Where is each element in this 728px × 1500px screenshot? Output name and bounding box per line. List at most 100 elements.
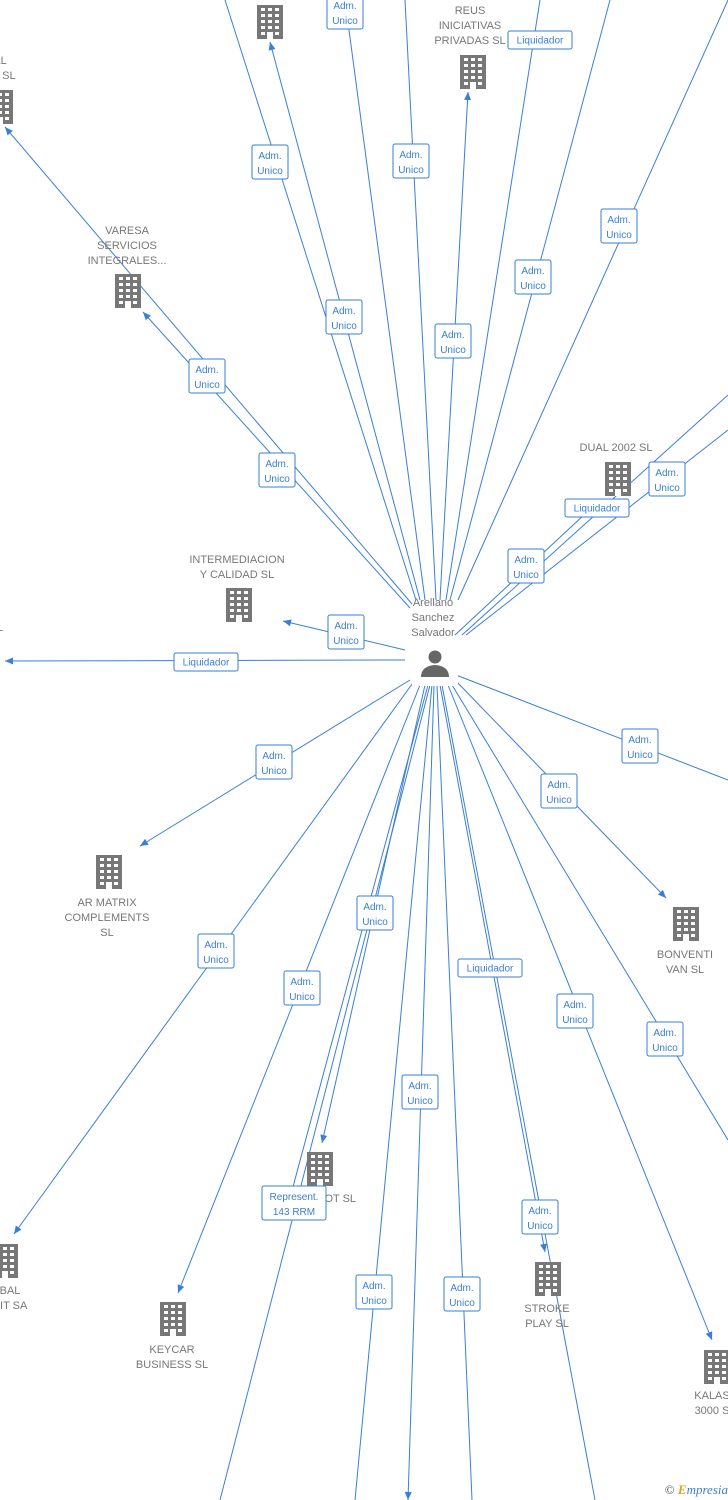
relation-label[interactable]: Adm.Unico [251,144,289,180]
edge-line [455,674,728,781]
svg-text:Adm.Unico: Adm.Unico [194,365,220,391]
edge-arrowhead [5,657,14,665]
relation-label[interactable]: Adm.Unico [401,1074,439,1110]
relation-label[interactable]: Liquidador [507,30,573,50]
relation-label[interactable]: Adm.Unico [255,744,293,780]
svg-text:Adm.Unico: Adm.Unico [527,1206,553,1232]
company-building-icon[interactable] [460,55,486,89]
edge-line [451,684,728,1141]
relation-label[interactable]: Adm.Unico [521,1199,559,1235]
edge-arrowhead [143,312,151,321]
svg-text:Adm.Unico: Adm.Unico [546,780,572,806]
svg-text:Adm.Unico: Adm.Unico [362,902,388,928]
relation-label[interactable]: Adm.Unico [197,933,235,969]
company-label[interactable]: L [0,622,3,634]
edge-arrowhead [320,1134,328,1143]
company-building-icon[interactable] [96,855,122,889]
edge-arrowhead [14,1225,22,1234]
company-building-icon[interactable] [0,1244,18,1278]
relation-label[interactable]: Represent.143 RRM [261,1185,327,1221]
edge-arrowhead [657,889,666,898]
edge-arrowhead [283,619,292,627]
relation-label[interactable]: Liquidador [564,498,630,518]
company-building-icon[interactable] [257,5,283,39]
svg-text:Adm.Unico: Adm.Unico [203,940,229,966]
company-building-icon[interactable] [0,90,13,124]
company-building-icon[interactable] [307,1152,333,1186]
edge-line [441,684,596,1500]
svg-text:Adm.Unico: Adm.Unico [332,1,358,27]
svg-text:Adm.Unico: Adm.Unico [627,735,653,761]
edge-line [449,0,611,601]
svg-text:Adm.Unico: Adm.Unico [520,266,546,292]
relation-label[interactable]: Adm.Unico [325,299,363,335]
edge-line [219,684,431,1500]
company-label[interactable]: ALES SL [0,55,16,82]
relation-label[interactable]: Adm.Unico [540,773,578,809]
company-building-icon[interactable] [673,907,699,941]
relation-label[interactable]: Adm.Unico [648,461,686,497]
svg-text:Adm.Unico: Adm.Unico [261,751,287,777]
relation-label[interactable]: Adm.Unico [646,1021,684,1057]
relation-label[interactable]: Adm.Unico [556,993,594,1029]
relation-label[interactable]: Adm.Unico [507,548,545,584]
company-label[interactable]: BALSIT SA [0,1285,28,1312]
company-label[interactable]: DUAL 2002 SL [580,442,653,454]
relation-label[interactable]: Adm.Unico [283,970,321,1006]
empresia-watermark: © Empresia [665,1482,728,1498]
relation-label[interactable]: Adm.Unico [327,614,365,650]
relation-label[interactable]: Adm.Unico [434,323,472,359]
relation-label[interactable]: Adm.Unico [392,143,430,179]
edge-arrowhead [705,1331,713,1340]
svg-text:Liquidador: Liquidador [574,504,621,515]
relation-label[interactable]: Adm.Unico [600,208,638,244]
company-building-icon[interactable] [115,274,141,308]
relation-label[interactable]: Adm.Unico [621,728,659,764]
relation-label[interactable]: Adm.Unico [356,895,394,931]
edge-line [436,684,473,1500]
company-building-icon[interactable] [535,1262,561,1296]
company-building-icon[interactable] [160,1302,186,1336]
edge-line [344,0,426,601]
relation-label[interactable]: Adm.Unico [258,452,296,488]
relation-label[interactable]: Adm.Unico [443,1276,481,1312]
person-icon[interactable] [412,640,458,686]
svg-text:Adm.Unico: Adm.Unico [606,215,632,241]
svg-text:Adm.Unico: Adm.Unico [654,468,680,494]
svg-text:Liquidador: Liquidador [467,964,514,975]
brand-rest: mpresia [686,1482,728,1497]
edge-line [445,0,541,601]
svg-text:Liquidador: Liquidador [517,36,564,47]
company-label[interactable]: TOT SL [318,1193,356,1205]
svg-text:Adm.Unico: Adm.Unico [449,1283,475,1309]
edge-arrowhead [140,838,149,846]
edge-arrowhead [404,1491,412,1500]
edge-line [354,684,433,1500]
edge-arrowhead [177,1284,185,1293]
relation-label[interactable]: Adm.Unico [188,358,226,394]
company-building-icon[interactable] [704,1350,728,1384]
relation-label[interactable]: Adm.Unico [355,1274,393,1310]
edge-line [289,684,429,1199]
edge-arrowhead [464,92,472,101]
relation-label[interactable]: Liquidador [173,652,239,672]
relation-label[interactable]: Liquidador [457,958,523,978]
brand-initial: E [677,1482,687,1497]
company-building-icon[interactable] [226,588,252,622]
edge-line [457,0,728,601]
svg-text:Adm.Unico: Adm.Unico [264,459,290,485]
svg-text:Adm.Unico: Adm.Unico [562,1000,588,1026]
company-building-icon[interactable] [605,462,631,496]
relation-label[interactable]: Adm.Unico [514,259,552,295]
relation-label[interactable]: Adm.Unico [326,0,364,30]
